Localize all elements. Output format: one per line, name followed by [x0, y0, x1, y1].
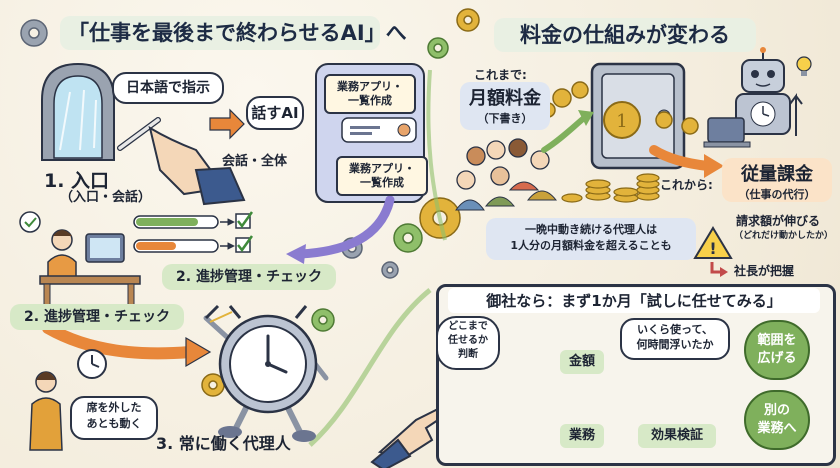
progress-label-left: 2. 進捗管理・チェック	[10, 304, 184, 330]
after-main: 従量課金	[741, 164, 813, 185]
before-main: 月額料金	[469, 88, 541, 109]
arrow-icon	[710, 262, 722, 274]
other-task-badge: 別の 業務へ	[744, 390, 810, 450]
ceo-note: 社長が把握	[734, 264, 795, 278]
before-label: これまで:	[474, 68, 527, 82]
gear-icon	[311, 308, 335, 332]
arrow-icon	[578, 110, 594, 126]
away-note-bubble: 席を外した あとも動く	[70, 396, 158, 440]
amount-tag: 金額	[560, 350, 604, 374]
before-price-box: 月額料金 （下書き）	[460, 82, 550, 130]
warning-main: 請求額が伸びる	[736, 214, 821, 228]
hand-pen-icon	[117, 117, 246, 206]
growth-arrow-icon	[789, 93, 803, 136]
usage-bubble: いくら使って、 何時間浮いたか	[620, 318, 730, 360]
gear-icon	[393, 223, 423, 253]
effect-tag: 効果検証	[638, 424, 716, 448]
arrow-icon	[42, 322, 196, 360]
warning-icon: !	[693, 226, 733, 259]
person-with-clock-illustration	[29, 349, 107, 451]
checkbox-icon	[220, 211, 254, 229]
warning-sub: （どれだけ動かしたか）	[734, 231, 834, 241]
speak-ai-bubble: 話すAI	[246, 96, 304, 130]
arrow-icon	[209, 108, 245, 140]
task-tag: 業務	[560, 424, 604, 448]
app-doc-card: 業務アプリ・ 一覧作成	[324, 74, 416, 114]
progress-bar	[133, 215, 219, 229]
before-sub: （下書き）	[477, 112, 533, 125]
pointing-hand-icon	[370, 406, 446, 468]
gear-icon	[201, 373, 225, 397]
after-label: これから:	[660, 178, 713, 192]
chat-caption: 会話・全体	[222, 154, 288, 169]
after-price-box: 従量課金 （仕事の代行）	[722, 158, 832, 202]
svg-text:1: 1	[616, 111, 627, 132]
overnight-note: 一晩中動き続ける代理人は 1人分の月額料金を超えることも	[486, 218, 696, 260]
arrow-icon	[295, 195, 395, 259]
clock-robot-illustration	[203, 304, 329, 442]
progress-label-right: 2. 進捗管理・チェック	[162, 264, 336, 290]
svg-text:!: !	[709, 239, 716, 258]
arrow-icon	[649, 145, 713, 171]
expand-scope-badge: 範囲を 広げる	[744, 320, 810, 380]
arrow-icon	[286, 244, 306, 264]
robot-illustration	[703, 47, 791, 148]
desk-worker-illustration	[19, 211, 141, 307]
arrow-icon	[541, 115, 587, 153]
app-doc-card: 業務アプリ・ 一覧作成	[336, 156, 428, 196]
progress-bar	[133, 239, 219, 253]
gear-icon	[20, 19, 48, 47]
agent-label: 3. 常に働く代理人	[156, 434, 291, 453]
section-divider	[308, 288, 432, 447]
right-title: 料金の仕組みが変わる	[494, 18, 756, 52]
section-divider	[426, 69, 447, 241]
lightbulb-icon	[796, 56, 812, 76]
entry-sublabel: （入口・会話）	[60, 190, 152, 205]
instruction-bubble: 日本語で指示	[112, 72, 224, 104]
arrow-icon	[185, 336, 212, 368]
entry-label: 1. 入口	[44, 170, 110, 192]
left-title: 「仕事を最後まで終わらせるAI」へ	[60, 16, 407, 50]
portal-door-icon	[41, 62, 115, 161]
coin-stack-icon	[561, 173, 660, 203]
gear-icon	[456, 8, 480, 32]
arrow-icon	[704, 154, 724, 178]
question-bubble: どこまで 任せるか 判断	[436, 316, 500, 370]
trial-header: 御社なら：まず1か月「試しに任せてみる」	[448, 288, 820, 313]
people-group-illustration	[455, 138, 558, 211]
after-sub: （仕事の代行）	[738, 188, 816, 201]
gear-icon	[427, 37, 449, 59]
arrow-icon	[720, 267, 728, 277]
checkbox-icon	[220, 235, 254, 253]
gear-icon	[381, 261, 399, 279]
